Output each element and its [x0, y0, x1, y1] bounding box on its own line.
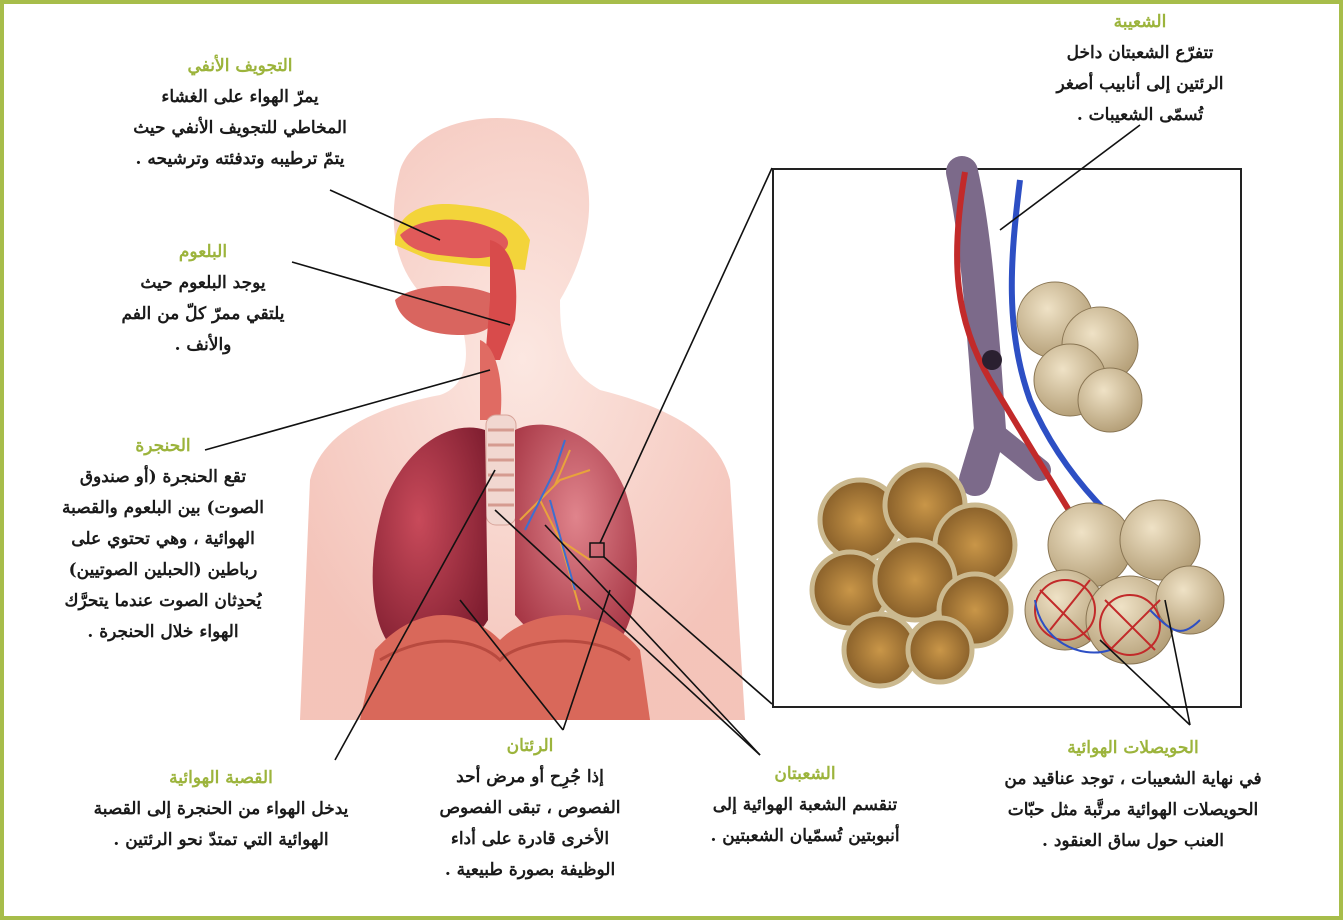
larynx-title: الحنجرة [28, 432, 298, 460]
nasal-cavity-title: التجويف الأنفي [110, 52, 370, 80]
callout-lungs: الرئتان إذا جُرِح أو مرض أحد الفصوص ، تب… [400, 732, 660, 886]
trachea-title: القصبة الهوائية [56, 764, 386, 792]
bronchi-text: تنقسم الشعبة الهوائية إلى أنبوبتين تُسمّ… [675, 790, 935, 852]
lungs-text: إذا جُرِح أو مرض أحد الفصوص ، تبقى الفصو… [400, 762, 660, 886]
callout-bronchi: الشعبتان تنقسم الشعبة الهوائية إلى أنبوب… [675, 760, 935, 852]
callout-nasal-cavity: التجويف الأنفي يمرّ الهواء على الغشاء ال… [110, 52, 370, 175]
alveoli-cluster-open [812, 465, 1015, 686]
trachea-shape [486, 415, 516, 525]
callout-larynx: الحنجرة تقع الحنجرة (أو صندوق الصوت) بين… [28, 432, 298, 648]
lungs-title: الرئتان [400, 732, 660, 760]
nasal-cavity-text: يمرّ الهواء على الغشاء المخاطي للتجويف ا… [110, 82, 370, 175]
larynx-text: تقع الحنجرة (أو صندوق الصوت) بين البلعوم… [28, 462, 298, 648]
alveoli-cluster-capillaries [1025, 500, 1224, 664]
alveoli-title: الحويصلات الهوائية [948, 734, 1318, 762]
callout-pharynx: البلعوم يوجد البلعوم حيث يلتقي ممرّ كلّ … [108, 238, 298, 361]
bronchiole-text: تتفرّع الشعبتان داخل الرئتين إلى أنابيب … [1010, 38, 1270, 131]
pharynx-text: يوجد البلعوم حيث يلتقي ممرّ كلّ من الفم … [108, 268, 298, 361]
callout-trachea: القصبة الهوائية يدخل الهواء من الحنجرة إ… [56, 764, 386, 856]
callout-alveoli: الحويصلات الهوائية في نهاية الشعيبات ، ت… [948, 734, 1318, 857]
trachea-text: يدخل الهواء من الحنجرة إلى القصبة الهوائ… [56, 794, 386, 856]
bronchiole-title: الشعيبة [1010, 8, 1270, 36]
callout-bronchiole: الشعيبة تتفرّع الشعبتان داخل الرئتين إلى… [1010, 8, 1270, 131]
pharynx-title: البلعوم [108, 238, 298, 266]
alveoli-illustration [812, 172, 1224, 686]
bronchi-title: الشعبتان [675, 760, 935, 788]
alveoli-text: في نهاية الشعيبات ، توجد عناقيد من الحوي… [948, 764, 1318, 857]
